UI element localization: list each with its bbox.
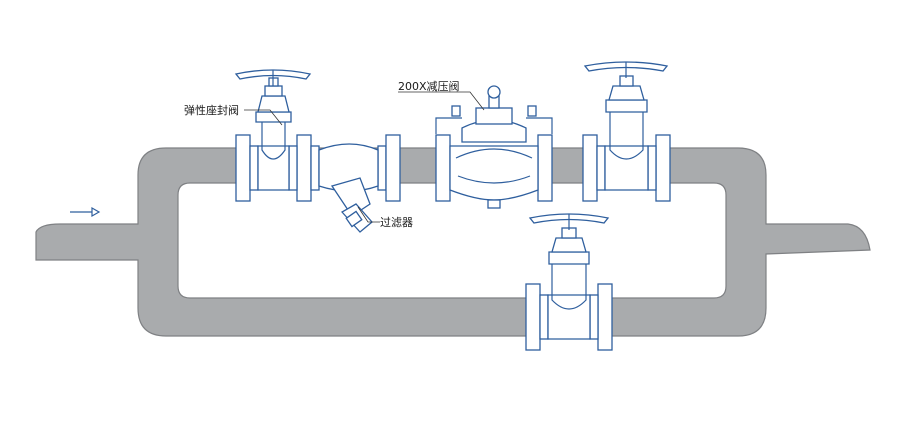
pipe-loop-inner (177, 182, 727, 299)
gate-valve-label: 弹性座封阀 (184, 103, 239, 117)
gate-valve-left (234, 69, 312, 202)
prv-label: 200X减压阀 (398, 79, 460, 93)
gate-valve-bypass (525, 213, 613, 351)
prv-label-group: 200X减压阀 (398, 79, 485, 111)
strainer-label: 过滤器 (380, 216, 413, 229)
gate-valve-label-group: 弹性座封阀 (184, 103, 283, 126)
gate-valve-right (582, 61, 671, 202)
strainer-label-group: 过滤器 (357, 206, 413, 229)
pressure-reducing-valve (435, 85, 553, 209)
arrow-right-icon (70, 206, 101, 218)
